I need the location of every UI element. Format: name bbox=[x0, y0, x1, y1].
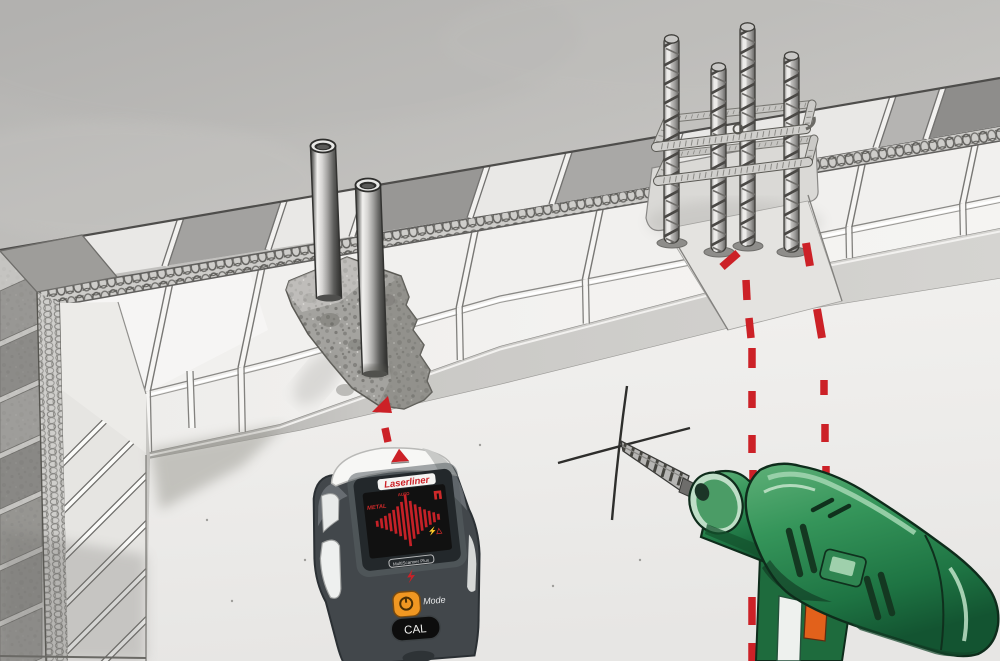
svg-text:Laserliner: Laserliner bbox=[384, 475, 432, 491]
svg-text:CAL: CAL bbox=[404, 623, 428, 637]
svg-text:MultiScanner Plus: MultiScanner Plus bbox=[393, 558, 430, 567]
svg-text:△: △ bbox=[435, 525, 444, 535]
svg-text:⚡: ⚡ bbox=[428, 526, 438, 536]
svg-text:AUTO: AUTO bbox=[397, 491, 410, 497]
svg-text:METAL: METAL bbox=[367, 504, 388, 512]
svg-text:Mode: Mode bbox=[423, 595, 446, 607]
